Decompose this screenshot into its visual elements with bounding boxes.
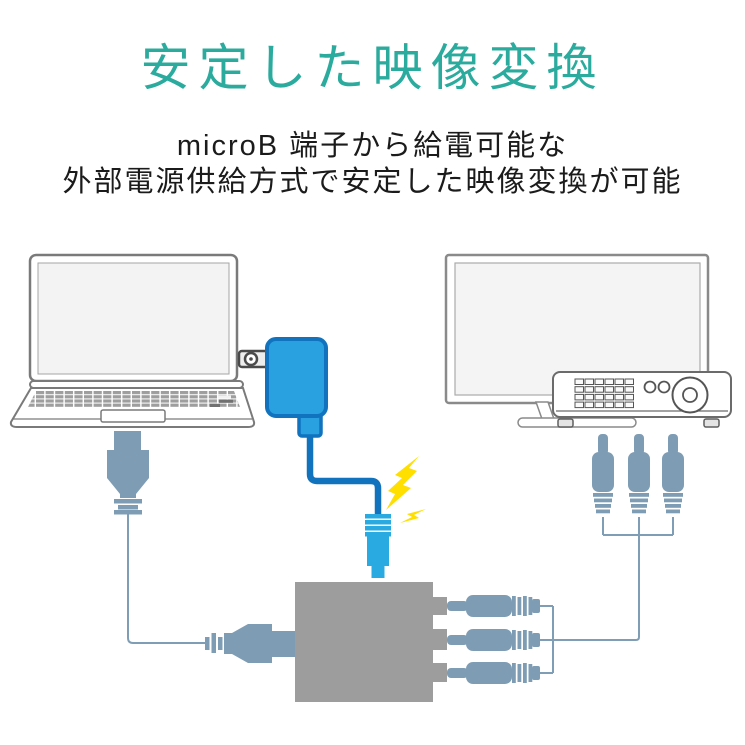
laptop-key-dark-1 (219, 399, 233, 403)
projector-button-1 (643, 380, 657, 394)
tv-stand-base (517, 417, 637, 428)
rca-plug-display-1 (592, 434, 614, 514)
projector-left-foot (557, 418, 574, 428)
projector-vent-grille (574, 378, 634, 409)
lightning-bolt-large (386, 456, 419, 510)
rca-plug-converter-2 (447, 629, 540, 651)
ac-power-cable (306, 434, 382, 514)
laptop-keyboard (28, 391, 240, 407)
rca-plug-display-2 (628, 434, 650, 514)
laptop-key-light (218, 395, 231, 399)
micro-b-tip (371, 566, 385, 578)
converter-box-body (295, 582, 433, 702)
rca-cable-bus-display (602, 517, 674, 536)
subtitle-line-2: 外部電源供給方式で安定した映像変換が可能 (62, 166, 683, 198)
video-plug-laptop-tip (114, 431, 141, 451)
laptop-illustration (9, 253, 256, 428)
subtitle-line-1: microB 端子から給電可能な (176, 130, 569, 162)
converter-output-port-3 (433, 663, 447, 682)
video-converter-box (295, 582, 447, 702)
ac-adapter (237, 337, 382, 514)
micro-b-connector (365, 514, 391, 578)
projector-button-2 (657, 380, 671, 394)
video-plug-laptop-body (107, 450, 149, 498)
lightning-bolt-icon (386, 456, 426, 523)
converter-output-port-1 (433, 597, 447, 615)
rca-plug-display-3 (662, 434, 684, 514)
converter-output-port-2 (433, 629, 447, 650)
rca-plugs-converter (447, 595, 540, 684)
laptop-touchpad (100, 409, 166, 423)
cable-runs (127, 514, 674, 674)
video-plug-converter-body (224, 624, 272, 663)
video-plug-converter (205, 624, 296, 663)
tv-stand-neck (534, 401, 556, 420)
laptop-screen (37, 262, 230, 375)
rca-plug-converter-3 (447, 662, 540, 684)
video-cable (127, 514, 207, 644)
rca-cable-main-run (539, 517, 640, 641)
video-plug-laptop (107, 431, 149, 515)
projector-lens-inner (682, 387, 698, 403)
ac-adapter-body (265, 337, 328, 418)
rca-plug-converter-1 (447, 595, 540, 617)
video-plug-converter-shield (271, 631, 296, 657)
rca-plugs-display (592, 434, 684, 514)
projector (552, 371, 732, 428)
projector-right-foot (703, 418, 720, 428)
lightning-bolt-small (400, 509, 426, 523)
laptop-hinge (29, 380, 244, 389)
laptop-key-dark-2 (210, 403, 220, 407)
page-title: 安定した映像変換 (140, 40, 605, 96)
micro-b-body (367, 534, 389, 566)
